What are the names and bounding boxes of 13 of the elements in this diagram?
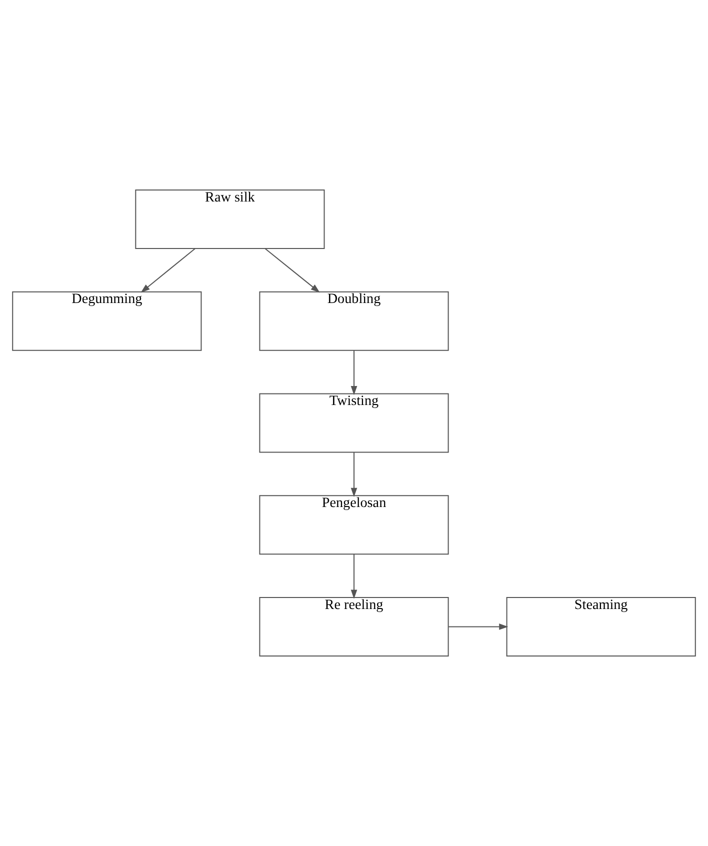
node-box: Raw silk [135,190,325,250]
arrow [350,554,358,599]
node-box: Re reeling [259,596,449,656]
arrow [350,350,358,396]
arrow [448,624,508,630]
arrow [140,248,196,293]
node-box: Steaming [506,596,696,656]
arrow [350,452,358,497]
node-box: Twisting [259,393,449,453]
node-box: Degumming [12,291,202,351]
node-box: Doubling [259,291,449,351]
node-box: Pengelosan [259,495,449,555]
arrow [264,248,320,293]
